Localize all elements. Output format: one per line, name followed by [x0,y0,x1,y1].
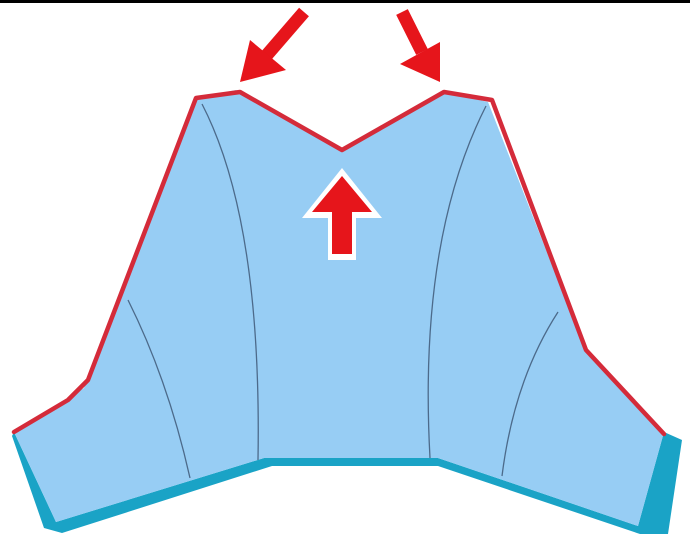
seam-line-left-front [201,103,259,461]
seam-line-right-front [427,105,487,459]
arrow-down-left [240,7,309,82]
highlighted-outline-edge [11,89,667,437]
arrow-down-left-head [240,40,286,82]
arrow-down-right [396,9,440,82]
garment-bottom-edge-shadow [12,432,682,534]
seam-line-left-sleeve [127,299,191,479]
arrow-down-right-shaft [396,9,428,55]
top-border-line [0,0,690,3]
arrow-down-left-shaft [261,7,309,61]
arrow-down-right-head [400,42,440,82]
garment-body-shape [14,90,664,526]
arrow-up [312,176,372,254]
seam-line-right-sleeve [501,311,559,477]
